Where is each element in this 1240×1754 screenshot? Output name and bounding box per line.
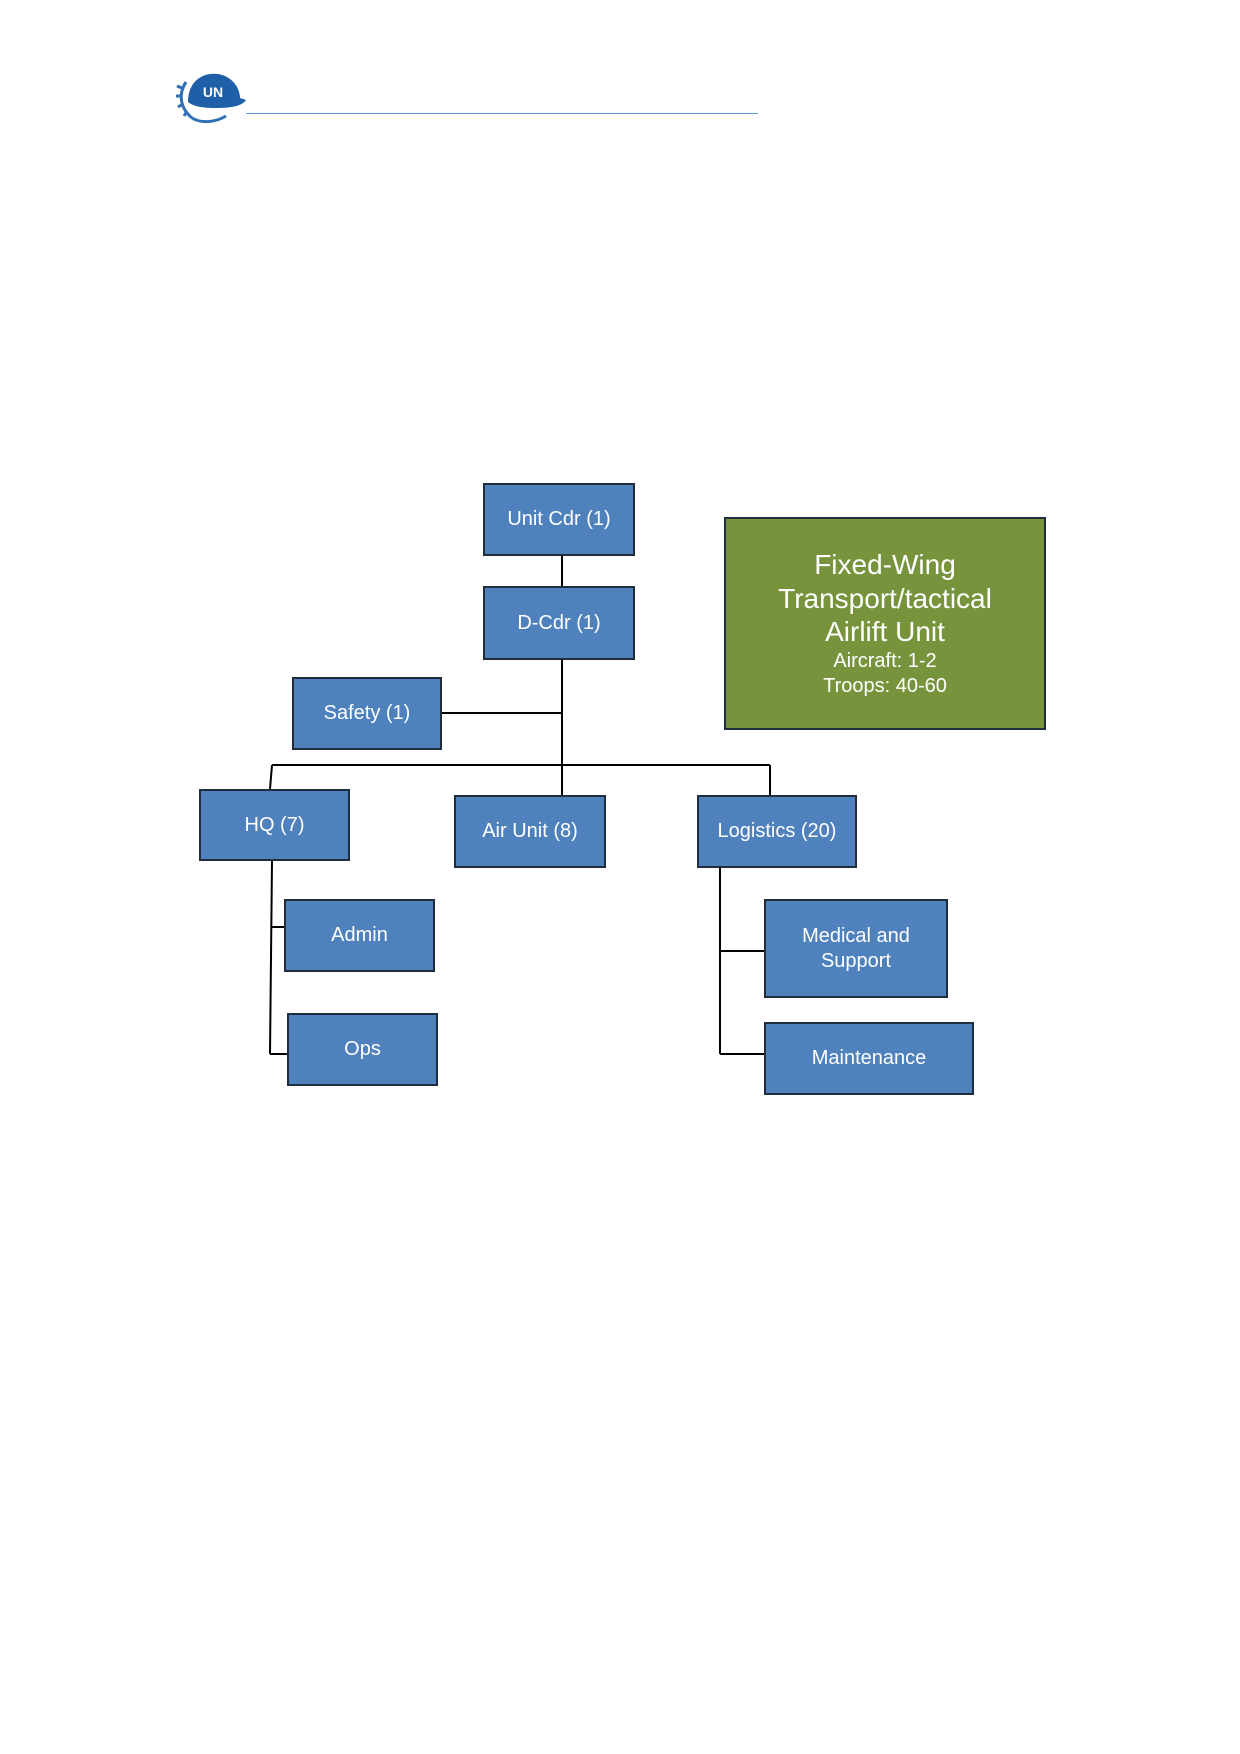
aircraft-count: Aircraft: 1-2	[833, 649, 937, 672]
troops-count: Troops: 40-60	[823, 674, 947, 697]
node-label: Logistics (20)	[717, 820, 837, 842]
node-maintenance: Maintenance	[764, 1022, 974, 1095]
node-hq: HQ (7)	[199, 789, 350, 861]
node-label: HQ (7)	[244, 813, 305, 836]
node-label: Maintenance	[811, 1047, 927, 1069]
unit-title-line: Airlift Unit	[825, 616, 945, 648]
node-medical-support: Medical and Support	[764, 899, 948, 998]
node-air-unit: Air Unit (8)	[454, 795, 606, 868]
node-label: Medical and Support	[802, 924, 910, 972]
un-helmet-logo: UN	[176, 73, 246, 124]
node-label: Safety (1)	[323, 702, 411, 724]
node-logistics: Logistics (20)	[697, 795, 857, 868]
node-safety: Safety (1)	[292, 677, 442, 750]
node-d-cdr: D-Cdr (1)	[483, 586, 635, 660]
laurel-icon	[176, 81, 227, 124]
unit-title-line: Fixed-Wing	[814, 549, 956, 581]
unit-info-box: Fixed-Wing Transport/tactical Airlift Un…	[724, 517, 1046, 730]
header-rule	[246, 113, 758, 114]
node-label: Air Unit (8)	[482, 820, 578, 842]
connector-hq-trunk	[269, 860, 273, 1055]
node-label: Ops	[344, 1038, 381, 1060]
helmet-icon	[188, 73, 246, 108]
node-label: Admin	[331, 924, 388, 946]
logo-text: UN	[203, 84, 223, 100]
node-label: D-Cdr (1)	[517, 611, 601, 634]
node-admin: Admin	[284, 899, 435, 972]
unit-title-line: Transport/tactical	[778, 582, 992, 614]
node-unit-cdr: Unit Cdr (1)	[483, 483, 635, 556]
connector-to-hq	[269, 764, 273, 790]
node-label: Unit Cdr (1)	[507, 508, 611, 530]
node-ops: Ops	[287, 1013, 438, 1086]
